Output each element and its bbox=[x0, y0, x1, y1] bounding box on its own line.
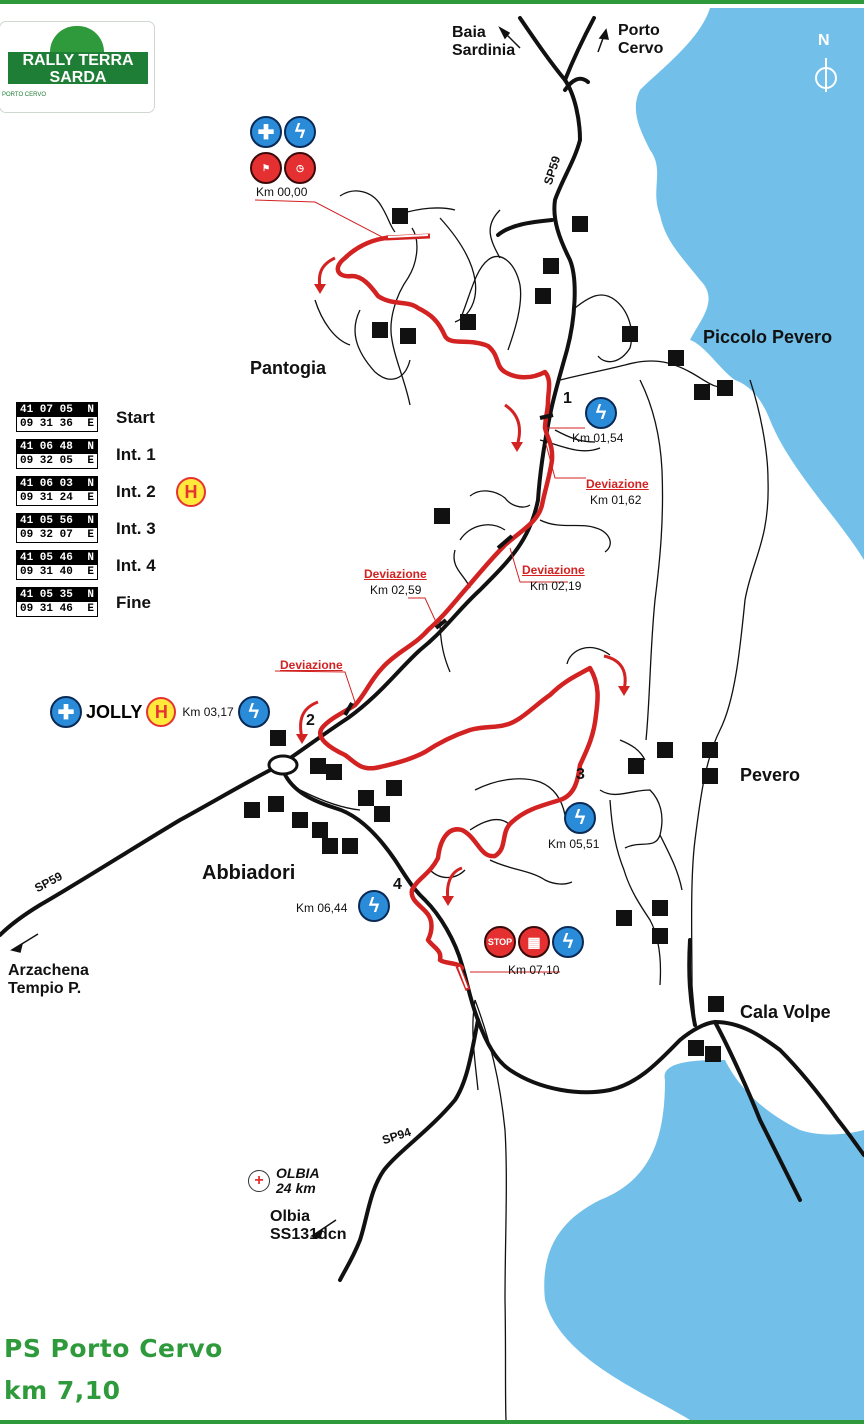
km-dev2: Km 02,19 bbox=[530, 579, 582, 593]
int-number-1: 1 bbox=[563, 390, 572, 407]
deviazione-1: Deviazione bbox=[586, 477, 649, 491]
place-olbia: Olbia SS131dcn bbox=[270, 1208, 347, 1243]
km-int1: Km 01,54 bbox=[572, 431, 624, 445]
jolly-km: Km 03,17 bbox=[182, 705, 234, 719]
place-abbiadori: Abbiadori bbox=[202, 862, 296, 884]
stage-route bbox=[318, 235, 600, 971]
north-arrow-icon bbox=[815, 58, 837, 92]
int3-radio-icon: ϟ bbox=[564, 802, 596, 834]
deviation-marks bbox=[343, 413, 554, 717]
place-porto-cervo: Porto Cervo bbox=[618, 22, 664, 57]
place-pevero: Pevero bbox=[740, 765, 801, 785]
km-int3: Km 05,51 bbox=[548, 837, 600, 851]
km-dev3: Km 02,59 bbox=[370, 583, 422, 597]
deviazione-2: Deviazione bbox=[522, 563, 585, 577]
coord-label: Fine bbox=[116, 593, 151, 612]
stage-length: km 7,10 bbox=[4, 1376, 121, 1405]
logo-banner: RALLY TERRA SARDA CITTÀ DI ARZACHENA RAL… bbox=[8, 52, 148, 107]
start-control-icons: ⚑ ◷ bbox=[250, 152, 316, 184]
finish-line-inner bbox=[458, 966, 468, 989]
int1-radio-icon: ϟ bbox=[585, 397, 617, 429]
time-control-icon: ◷ bbox=[284, 152, 316, 184]
jolly-medical-icon: ✚ bbox=[50, 696, 82, 728]
checkered-flag-icon: ▦ bbox=[518, 926, 550, 958]
stage-title: PS Porto Cervo bbox=[4, 1334, 223, 1363]
north-label: N bbox=[818, 32, 830, 49]
int-number-4: 4 bbox=[393, 876, 402, 893]
start-line-inner bbox=[387, 234, 429, 238]
km-dev1: Km 01,62 bbox=[590, 493, 642, 507]
roundabout bbox=[267, 754, 299, 776]
start-service-icons: ✚ ϟ bbox=[250, 116, 316, 148]
place-cala-volpe: Cala Volpe bbox=[740, 1002, 831, 1022]
logo-title: RALLY TERRA SARDA bbox=[22, 52, 134, 86]
logo-subtitle: CITTÀ DI ARZACHENA bbox=[34, 85, 122, 94]
finish-radio-icon: ϟ bbox=[552, 926, 584, 958]
int-number-2: 2 bbox=[306, 712, 315, 729]
flow-arrows bbox=[296, 256, 630, 906]
buildings bbox=[244, 208, 733, 1062]
km-start: Km 00,00 bbox=[256, 185, 308, 199]
hospital-icon: + bbox=[248, 1170, 270, 1192]
coord-heli-icon: H bbox=[176, 477, 206, 507]
radio-icon: ϟ bbox=[284, 116, 316, 148]
event-logo: RALLY TERRA SARDA CITTÀ DI ARZACHENA RAL… bbox=[0, 22, 154, 112]
coord-label: Int. 1 bbox=[116, 445, 156, 464]
direction-arrows bbox=[10, 26, 609, 1239]
sea-inlet bbox=[705, 545, 864, 1131]
jolly-point: ✚ JOLLY H Km 03,17 ϟ bbox=[50, 696, 270, 728]
jolly-radio-icon: ϟ bbox=[237, 696, 270, 728]
coord-label: Int. 4 bbox=[116, 556, 156, 575]
logo-sponsor: PORTO CERVO bbox=[2, 92, 47, 98]
km-finish: Km 07,10 bbox=[508, 963, 560, 977]
hospital-label: OLBIA 24 km bbox=[276, 1165, 320, 1197]
finish-icons: STOP ▦ ϟ bbox=[484, 926, 584, 958]
deviazione-4: Deviazione bbox=[280, 658, 343, 672]
start-flag-icon: ⚑ bbox=[250, 152, 282, 184]
km-int4: Km 06,44 bbox=[296, 901, 348, 915]
coord-label: Int. 3 bbox=[116, 519, 156, 538]
coord-label: Start bbox=[116, 408, 155, 427]
deviazione-3: Deviazione bbox=[364, 567, 427, 581]
int4-radio-icon: ϟ bbox=[358, 890, 390, 922]
sea-area bbox=[544, 8, 864, 1420]
place-pantogia: Pantogia bbox=[250, 358, 327, 378]
main-roads bbox=[0, 16, 864, 1282]
coord-label: Int. 2 bbox=[116, 482, 156, 501]
logo-crest bbox=[50, 26, 104, 52]
pointer-lines bbox=[254, 199, 586, 973]
place-arzachena: Arzachena Tempio P. bbox=[8, 962, 89, 997]
minor-roads bbox=[299, 190, 769, 1421]
medical-icon: ✚ bbox=[250, 116, 282, 148]
logo-subline: RALLY DELLA GALLURA · ANGLONA E BASSA VA… bbox=[16, 94, 140, 107]
place-piccolo-pevero: Piccolo Pevero bbox=[703, 327, 833, 347]
place-baia-sardinia: Baia Sardinia bbox=[452, 24, 516, 59]
stop-icon: STOP bbox=[484, 926, 516, 958]
int-number-3: 3 bbox=[576, 766, 585, 783]
jolly-heli-icon: H bbox=[146, 697, 177, 727]
jolly-label: JOLLY bbox=[86, 701, 143, 722]
